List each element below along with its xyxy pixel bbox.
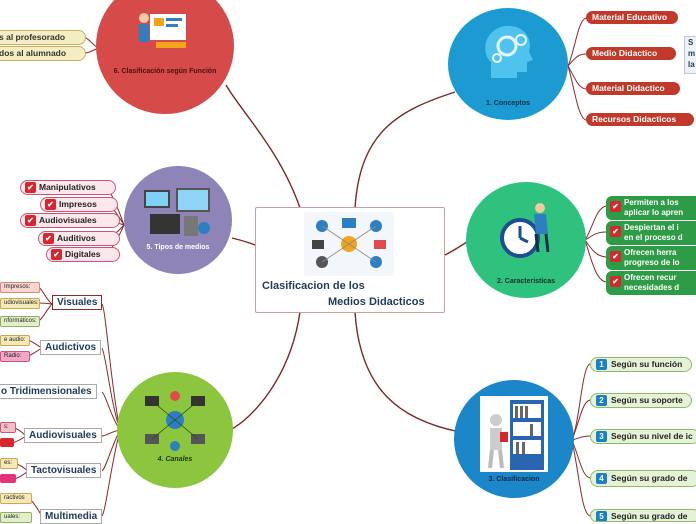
node-conceptos[interactable]: 1. Conceptos [448, 8, 568, 120]
node-clasificacion-label: 3. Clasificacion [488, 476, 540, 483]
sub-visuales-audiovisuales[interactable]: udiovisuales: [0, 298, 40, 309]
node-funcion-label: 6. Clasificación según Función [113, 68, 217, 75]
caracteristica-2[interactable]: ✔ Despiertan el i en el proceso d [606, 221, 696, 245]
number-icon: 1 [596, 359, 607, 370]
canal-audiovisuales[interactable]: Audiovisuales [24, 428, 102, 443]
central-title-line2: Medios Didacticos [328, 296, 425, 308]
sub-multimedia-1[interactable]: ractivos [0, 493, 32, 504]
node-caracteristicas-label: 2. Caracteristicas [497, 278, 555, 285]
head-gears-icon [485, 25, 533, 79]
check-icon: ✔ [610, 251, 621, 262]
number-icon: 4 [596, 473, 607, 484]
caracteristica-4-line2: necesidades d [624, 283, 680, 292]
node-tipos-label: 5. Tipos de medios [146, 244, 210, 251]
tipo-digitales-label: Digitales [65, 249, 101, 259]
node-caracteristicas[interactable]: 2. Caracteristicas [466, 182, 586, 298]
sub-audiovisuales-1[interactable]: s: [0, 422, 16, 433]
network-people-icon [145, 391, 205, 451]
clasificacion-funcion[interactable]: 1 Según su función [590, 357, 692, 372]
caracteristica-4[interactable]: ✔ Ofrecen recur necesidades d [606, 271, 696, 295]
caracteristica-3[interactable]: ✔ Ofrecen herra progreso de lo [606, 246, 696, 270]
central-node[interactable]: Clasificacion de los Medios Didacticos [255, 207, 445, 313]
tipo-impresos-label: Impresos [59, 199, 97, 209]
node-clasificacion[interactable]: 3. Clasificacion [454, 380, 574, 498]
clasificacion-grado-2[interactable]: 5 Según su grado de [590, 509, 696, 522]
caracteristica-3-line2: progreso de lo [624, 258, 680, 267]
canal-tactovisuales[interactable]: Tactovisuales [26, 463, 102, 478]
check-icon: ✔ [25, 182, 36, 193]
concepto-medio-didactico[interactable]: Medio Didactico [586, 47, 676, 60]
concepto-material-educativo[interactable]: Material Educativo [586, 11, 678, 24]
central-image [304, 212, 394, 276]
clasificacion-funcion-label: Según su función [611, 359, 683, 369]
sub-audictivos-radio[interactable]: Radio: [0, 351, 30, 362]
network-people-icon [312, 218, 386, 268]
number-icon: 5 [596, 511, 607, 521]
caracteristica-1-line2: aplicar lo apren [624, 208, 684, 217]
devices-icon [144, 188, 210, 236]
canal-visuales[interactable]: Visuales [52, 295, 103, 310]
node-conceptos-label: 1. Conceptos [486, 100, 530, 107]
caracteristica-1-line1: Permiten a los [624, 198, 679, 207]
clasificacion-soporte[interactable]: 2 Según su soporte [590, 393, 692, 408]
check-icon: ✔ [45, 199, 56, 210]
concepto-recursos-didacticos[interactable]: Recursos Didacticos [586, 113, 694, 126]
note-line: la [688, 60, 695, 69]
sub-tactovisuales-1[interactable]: es: [0, 458, 18, 469]
check-icon: ✔ [610, 201, 621, 212]
sub-audiovisuales-2[interactable] [0, 438, 14, 447]
node-funcion[interactable]: 6. Clasificación según Función [96, 0, 234, 114]
check-icon: ✔ [51, 249, 62, 260]
concepto-note-fragment: S m la [684, 36, 696, 74]
canal-tridimensionales[interactable]: o Tridimensionales [0, 384, 97, 399]
node-canales[interactable]: 4. Canales [117, 372, 233, 488]
bookshelf-image [480, 396, 548, 472]
sub-multimedia-2[interactable]: uales: [0, 512, 32, 523]
tipo-manipulativos[interactable]: ✔ Manipulativos [20, 180, 116, 195]
clasificacion-nivel[interactable]: 3 Según su nivel de ic [590, 429, 696, 444]
check-icon: ✔ [610, 226, 621, 237]
number-icon: 3 [596, 431, 607, 442]
caracteristica-1[interactable]: ✔ Permiten a los aplicar lo apren [606, 196, 696, 220]
tipo-digitales[interactable]: ✔ Digitales [46, 247, 120, 262]
tipo-auditivos-label: Auditivos [57, 233, 96, 243]
bookshelf-person-icon [488, 400, 544, 470]
sub-visuales-impresos[interactable]: Impresos: [0, 282, 40, 293]
clasificacion-soporte-label: Según su soporte [611, 395, 683, 405]
canal-audictivos[interactable]: Audictivos [40, 340, 102, 355]
clasificacion-nivel-label: Según su nivel de ic [611, 431, 693, 441]
tipo-impresos[interactable]: ✔ Impresos [40, 197, 118, 212]
caracteristica-2-line2: en el proceso d [624, 233, 683, 242]
check-icon: ✔ [25, 215, 36, 226]
node-canales-label: 4. Canales [157, 456, 193, 463]
tipo-audiovisuales-label: Audiovisuales [39, 215, 97, 225]
check-icon: ✔ [610, 276, 621, 287]
caracteristica-3-line1: Ofrecen herra [624, 248, 677, 257]
presentation-icon [139, 13, 186, 48]
clasificacion-grado-1-label: Según su grado de [611, 473, 688, 483]
tipo-audiovisuales[interactable]: ✔ Audiovisuales [20, 213, 120, 228]
number-icon: 2 [596, 395, 607, 406]
node-tipos[interactable]: 5. Tipos de medios [124, 166, 232, 274]
note-line: S [688, 38, 694, 47]
funcion-profesorado[interactable]: s al profesorado [0, 30, 86, 45]
clasificacion-grado-1[interactable]: 4 Según su grado de [590, 470, 696, 487]
sub-audictivos-audio[interactable]: e audio: [0, 335, 30, 346]
caracteristica-4-line1: Ofrecen recur [624, 273, 677, 282]
sub-tactovisuales-2[interactable] [0, 474, 16, 483]
central-title-line1: Clasificacion de los [262, 280, 365, 292]
caracteristica-2-line1: Despiertan el i [624, 223, 679, 232]
clasificacion-grado-2-label: Según su grado de [611, 511, 688, 521]
canal-multimedia[interactable]: Multimedia [40, 509, 103, 524]
tipo-manipulativos-label: Manipulativos [39, 182, 96, 192]
funcion-alumnado[interactable]: dos al alumnado [0, 46, 86, 61]
clock-person-icon [500, 203, 550, 258]
sub-visuales-informaticos[interactable]: nformáticos: [0, 316, 40, 327]
concepto-material-didactico[interactable]: Material Didactico [586, 82, 680, 95]
note-line: m [688, 49, 696, 58]
check-icon: ✔ [43, 233, 54, 244]
tipo-auditivos[interactable]: ✔ Auditivos [38, 231, 120, 246]
